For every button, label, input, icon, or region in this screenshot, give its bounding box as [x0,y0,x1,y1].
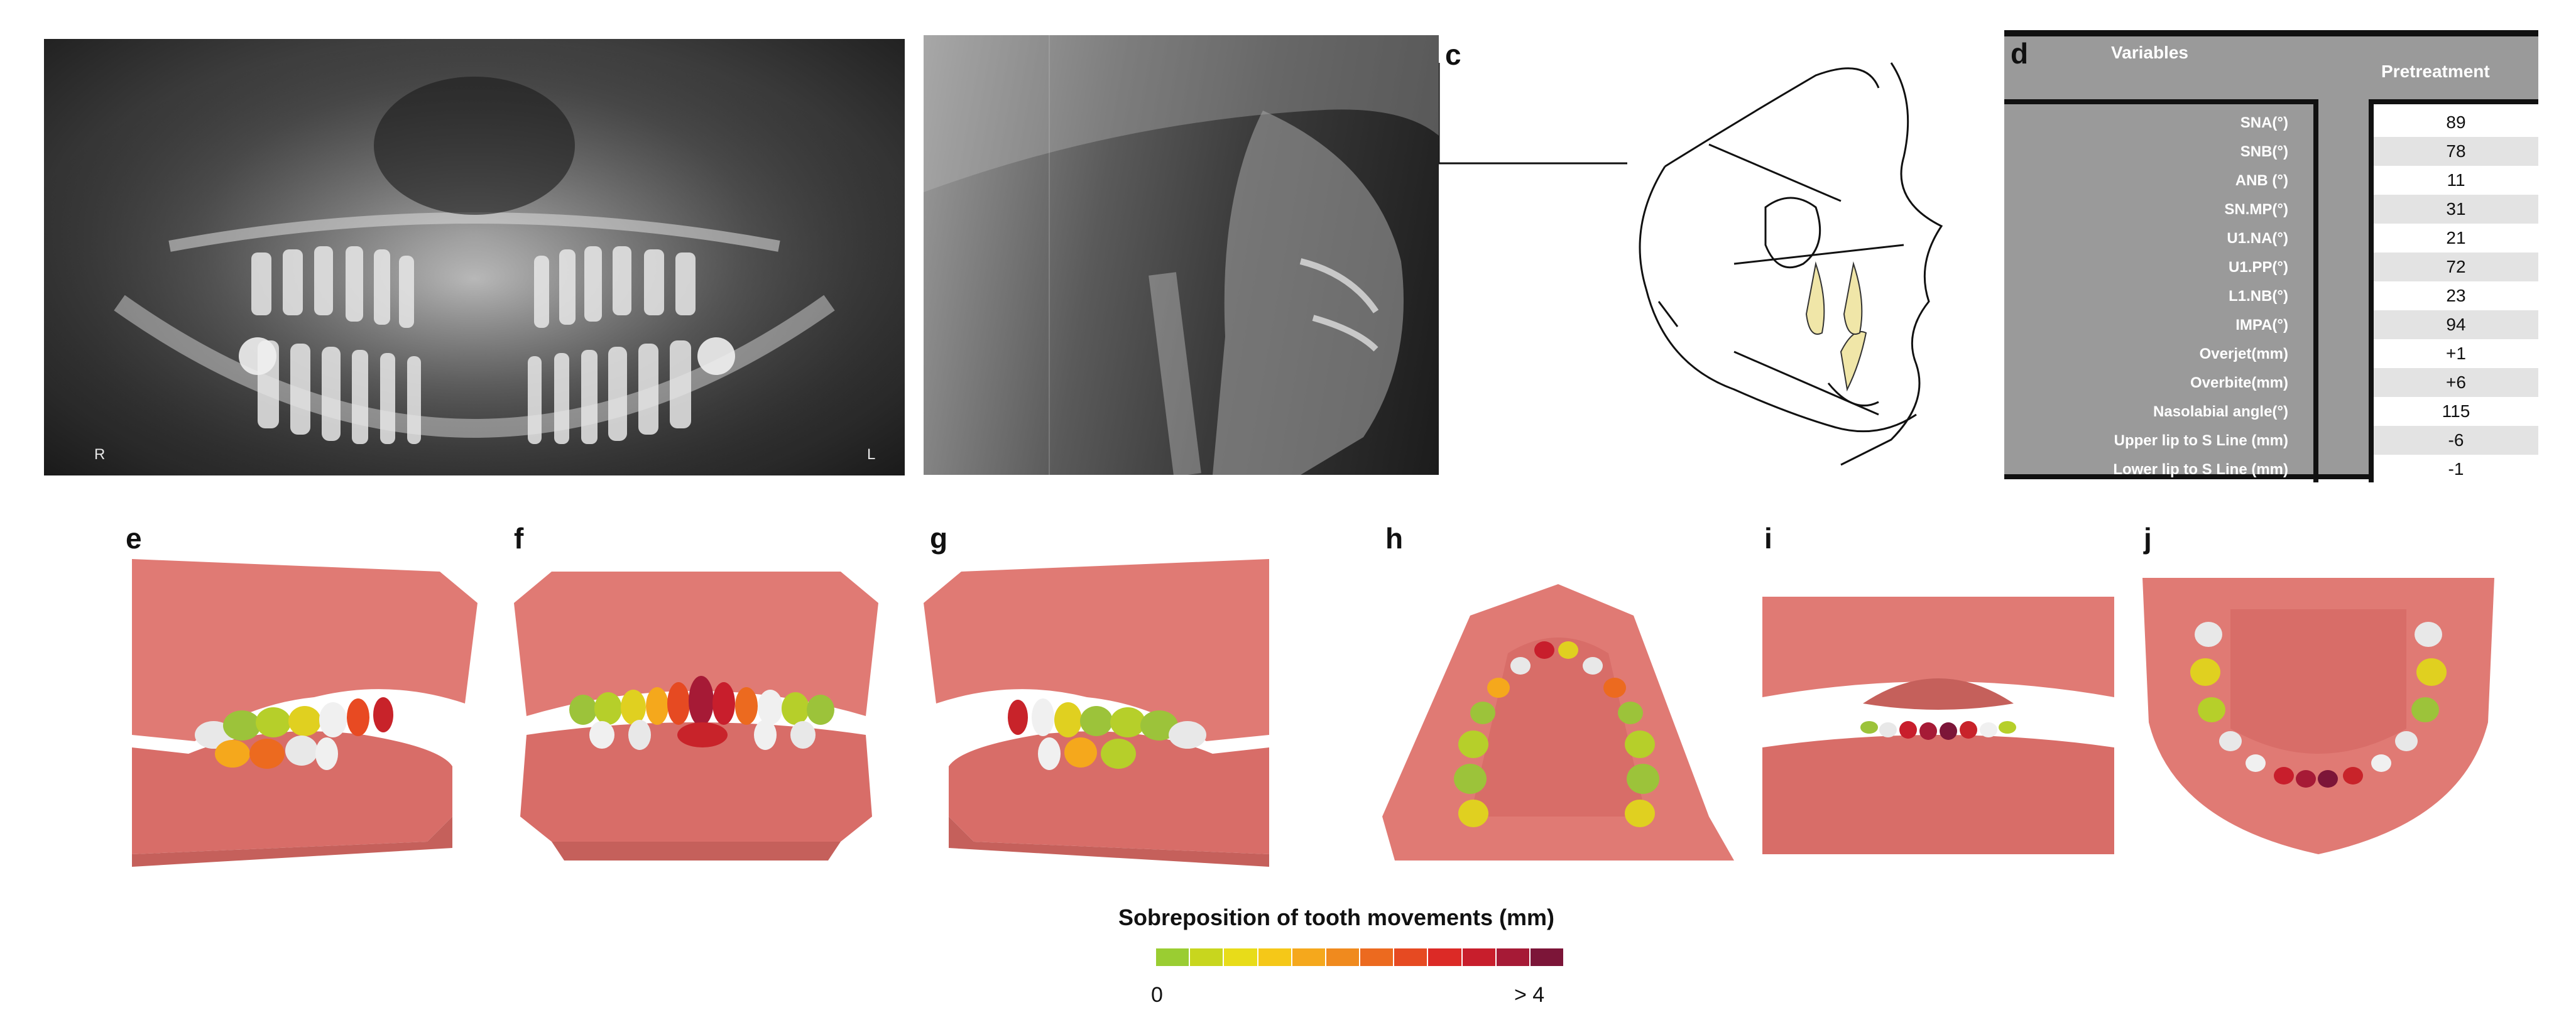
table-row-value: +6 [2374,368,2538,397]
table-row-label: IMPA(°) [2235,317,2288,334]
panel-letter-c: c [1445,38,1461,71]
model-anterior-open [1762,597,2114,854]
table-row-value: -1 [2374,455,2538,484]
table-row-label: Overbite(mm) [2190,374,2288,391]
table-row-label: U1.NA(°) [2227,230,2288,247]
panel-letter-g: g [930,522,948,555]
legend-color-segment [1292,948,1326,966]
table-row-label: SN.MP(°) [2224,201,2288,218]
legend-color-segment [1156,948,1191,966]
panel-letter-e: e [126,522,142,555]
panel-letter-d: d [2011,37,2029,70]
table-row-value: 78 [2374,137,2538,166]
legend-color-segment [1360,948,1395,966]
table-row-label: SNA(°) [2240,114,2288,131]
legend-color-segment [1224,948,1258,966]
model-maxillary-occlusal [1382,584,1734,861]
legend-color-segment [1530,948,1565,966]
table-row-value: 89 [2374,108,2538,137]
panel-letter-h: h [1385,522,1404,555]
table-row-value: +1 [2374,339,2538,368]
model-left-lateral [924,559,1269,867]
model-right-lateral [132,559,478,867]
legend-title: Sobreposition of tooth movements (mm) [1118,904,1555,930]
legend-color-segment [1496,948,1531,966]
table-row-label: U1.PP(°) [2229,259,2288,276]
table-variable-column: SNA(°) SNB(°) ANB (°) SN.MP(°) U1.NA(°) U1.PP… [2004,99,2318,482]
panoramic-left-marker: L [867,446,876,463]
panoramic-right-marker: R [94,446,106,463]
legend-colorbar [1156,948,1565,966]
panoramic-xray-image [44,39,905,475]
table-row-value: 31 [2374,195,2538,224]
legend-color-segment [1394,948,1429,966]
cephalometric-table: Variables Pretreatment SNA(°) SNB(°) ANB (… [2004,30,2538,484]
legend-max-label: > 4 [1514,983,1545,1007]
legend-color-segment [1326,948,1361,966]
panel-letter-i: i [1764,522,1772,555]
legend-min-label: 0 [1151,983,1163,1007]
table-row-value: 72 [2374,253,2538,281]
cephalogram-xray-image [924,35,1439,475]
table-header-variables: Variables [2111,43,2188,62]
legend-color-segment [1190,948,1225,966]
model-frontal [514,572,878,861]
table-row-value: 11 [2374,166,2538,195]
table-row-label: Nasolabial angle(°) [2153,403,2288,420]
panel-letter-j: j [2144,522,2152,555]
table-row-label: Lower lip to S Line (mm) [2113,461,2288,478]
table-row-label: ANB (°) [2235,172,2288,189]
panoramic-radiograph: R L [44,39,905,475]
legend-color-segment [1428,948,1463,966]
panel-letter-f: f [514,522,524,555]
model-mandibular-occlusal [2142,578,2494,854]
table-row-value: -6 [2374,426,2538,455]
table-row-value: 115 [2374,397,2538,426]
table-row-value: 21 [2374,224,2538,253]
table-row-label: SNB(°) [2240,143,2288,160]
cephalometric-tracing [1439,62,1943,466]
table-header-pretreatment: Pretreatment [2381,62,2490,81]
legend-color-segment [1462,948,1497,966]
table-row-value: 94 [2374,310,2538,339]
legend-color-segment [1258,948,1292,966]
table-row-label: Upper lip to S Line (mm) [2114,432,2288,449]
table-row-label: L1.NB(°) [2229,288,2288,305]
tooth-tracing [1805,261,1867,392]
table-row-label: Overjet(mm) [2199,345,2288,362]
lateral-cephalogram [924,35,1439,475]
table-row-value: 23 [2374,281,2538,310]
